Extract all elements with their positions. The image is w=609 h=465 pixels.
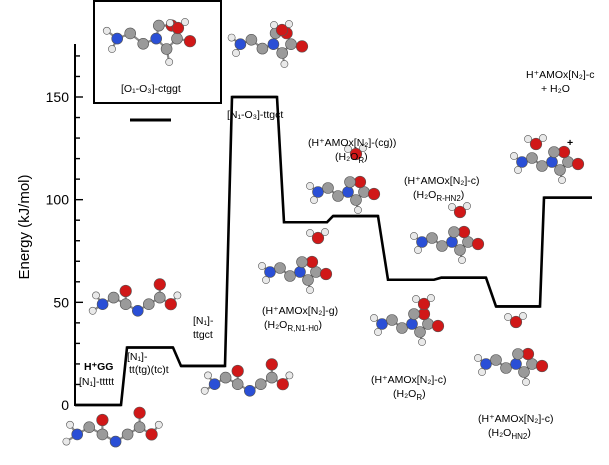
ttgct-label-2: ttgct [193, 329, 213, 341]
separated-water [524, 134, 547, 151]
gg-bold-label: H⁺GG [84, 361, 113, 373]
rhn2-water [448, 202, 471, 219]
g-label-1: (H⁺AMOx[N₂]-g) [262, 305, 338, 317]
hn2-label-1: (H⁺AMOx[N₂]-c) [478, 413, 554, 425]
rhn2-molecule [410, 225, 485, 264]
inset-water [166, 18, 189, 35]
rhn2-label-1: (H⁺AMOx[N₂]-c) [404, 175, 480, 187]
cg-label-2: (H₂OR) [335, 151, 368, 165]
ts-water [270, 20, 293, 37]
gg-molecule-top [88, 278, 182, 317]
cg-water [344, 144, 367, 161]
gg-label: [N₁]-ttttt [79, 376, 114, 388]
rhn2-label-2: (H₂OR-HN2) [413, 189, 464, 203]
r-label-1: (H⁺AMOx[N₂]-c) [371, 374, 447, 386]
y-tick-label: 150 [46, 89, 70, 105]
molecule-images [62, 18, 585, 448]
g-water [306, 228, 329, 245]
tt-label-1: [N₁]- [127, 351, 148, 363]
ttgct-label-1: [N₁]- [193, 315, 214, 327]
ts-molecule [227, 27, 309, 68]
y-tick-label: 100 [46, 192, 70, 208]
cg-label-1: (H⁺AMOx[N₂]-(cg)) [308, 137, 396, 149]
hn2-molecule [474, 347, 549, 386]
inset-label: [O₁-O₃]-ctggt [121, 83, 181, 95]
inset-box [93, 0, 222, 104]
gg-molecule-bottom [62, 406, 163, 448]
ts-n1o3-label: [N₁-O₃]-ttgct [227, 109, 283, 121]
energy-path [75, 95, 592, 407]
r-water [412, 294, 435, 311]
y-axis-label: Energy (kJ/mol) [16, 174, 33, 279]
cg-molecule [306, 175, 381, 214]
hn2-label-2: (H₂OHN2) [488, 427, 531, 441]
separated-label-2: + H₂O [541, 83, 570, 95]
r-molecule [370, 307, 445, 346]
tt-label-2: tt(tg)(tc)t [129, 364, 169, 376]
separated-label-1: H⁺AMOx[N₂]-c [526, 69, 595, 81]
inset-molecule [102, 19, 197, 66]
energy-profile [75, 95, 592, 407]
g-molecule [258, 255, 333, 294]
y-tick-label: 0 [61, 397, 69, 413]
g-label-2: (H₂OR,N1-H0) [264, 319, 322, 333]
separated-molecule [510, 145, 585, 184]
ttgct-molecule [200, 358, 294, 397]
y-tick-label: 50 [53, 294, 69, 310]
plus-sign: + [567, 137, 573, 149]
r-label-2: (H₂OR) [393, 388, 426, 402]
hn2-water [504, 312, 527, 329]
